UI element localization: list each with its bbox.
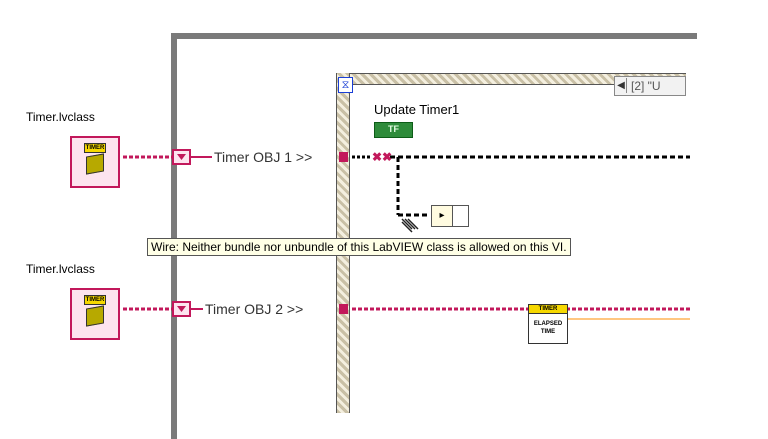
elapsed-time-subvi[interactable]: TIMER ELAPSED TIME — [528, 304, 568, 344]
array-index-cell: ▸ — [432, 206, 453, 226]
event-structure-top-border — [336, 73, 686, 85]
boolean-constant-label: TF — [388, 124, 399, 134]
cube-icon — [86, 153, 104, 175]
outer-loop-frame[interactable] — [171, 33, 697, 439]
class-1-badge-label: TIMER — [85, 145, 105, 151]
case-selector[interactable]: ◀ [2] "U — [614, 76, 686, 96]
elapsed-timer-badge: TIMER — [528, 304, 568, 314]
broken-wire[interactable] — [352, 155, 690, 217]
hourglass-icon[interactable]: ⧖ — [338, 77, 353, 93]
broken-wire-x-icon: ✖✖ — [372, 150, 392, 164]
class-constant-2[interactable]: TIMER — [68, 282, 122, 340]
wire-error-tooltip: Wire: Neither bundle nor unbundle of thi… — [147, 238, 571, 256]
tunnel-2[interactable] — [339, 304, 348, 314]
cube-icon — [86, 305, 104, 327]
elapsed-badge-label: TIMER — [538, 306, 558, 312]
class-2-timer-badge: TIMER — [84, 295, 106, 305]
wire-layer: ✖✖ — [123, 149, 690, 320]
class-constant-2-box: TIMER — [70, 288, 120, 340]
class-label-1: Timer.lvclass — [26, 110, 95, 124]
class-constant-1[interactable]: TIMER — [68, 130, 122, 188]
class-1-timer-badge: TIMER — [84, 143, 106, 153]
elapsed-caption-1: ELAPSED — [533, 321, 563, 327]
decrement-arrow-icon[interactable]: ◀ — [616, 78, 627, 93]
wire-cursor-icon — [401, 218, 419, 233]
tunnel-label-2: Timer OBJ 2 >> — [205, 301, 304, 317]
array-indicator[interactable]: ▸ — [431, 205, 469, 227]
class-constant-1-box: TIMER — [70, 136, 120, 188]
class-label-2: Timer.lvclass — [26, 262, 95, 276]
boolean-constant[interactable]: TF — [374, 122, 413, 138]
tunnel-1[interactable] — [339, 152, 348, 162]
event-label: Update Timer1 — [374, 102, 460, 117]
svg-text:✖✖: ✖✖ — [372, 150, 392, 164]
tunnel-label-1: Timer OBJ 1 >> — [214, 149, 313, 165]
elapsed-caption-2: TIME — [540, 329, 556, 335]
shift-register-1[interactable] — [172, 149, 191, 165]
class-2-badge-label: TIMER — [85, 297, 105, 303]
case-selector-label: [2] "U — [631, 79, 661, 93]
shift-register-2[interactable] — [172, 301, 191, 317]
